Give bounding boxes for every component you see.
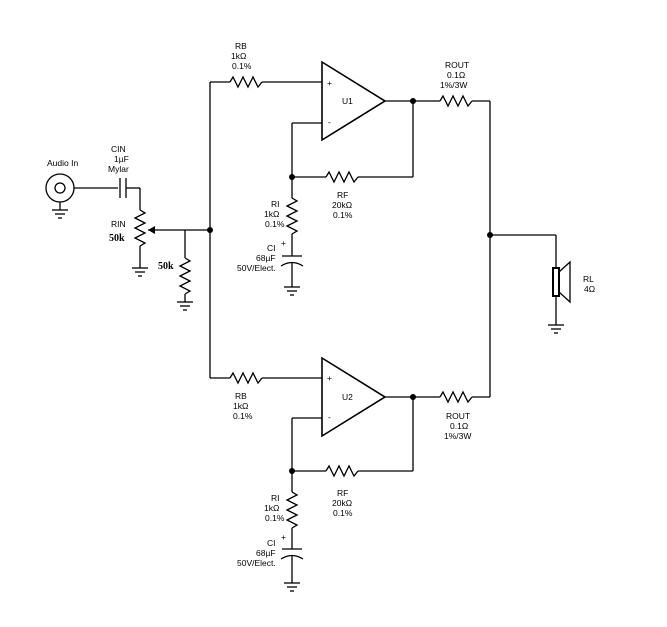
u1-ci-rating: 50V/Elect. (237, 263, 276, 273)
u1-rb-name: RB (235, 41, 247, 51)
u2-rb-resistor (229, 371, 263, 385)
u2-ri-resistor (285, 491, 299, 529)
ground-symbol (284, 582, 300, 592)
shunt-value: 50k (158, 261, 174, 272)
u2-rf-resistor (325, 464, 359, 478)
input-capacitor-cin (119, 178, 127, 198)
u2-ri-tol: 0.1% (265, 513, 285, 523)
u1-minus: - (328, 117, 331, 127)
junction-dot (289, 468, 295, 474)
ground-symbol (548, 324, 564, 334)
u2-name: U2 (342, 392, 353, 402)
u2-ri-value: 1kΩ (264, 503, 279, 513)
u1-ri-name: RI (271, 199, 280, 209)
u2-rout-resistor (439, 390, 473, 404)
u1-rb-resistor (229, 75, 263, 89)
cin-type: Mylar (108, 164, 129, 174)
u1-ri-resistor (285, 197, 299, 235)
u1-rf-tol: 0.1% (333, 210, 353, 220)
u2-ci-value: 68µF (256, 548, 276, 558)
u1-ci-plus: + (281, 238, 286, 248)
u1-rout-resistor (439, 94, 473, 108)
u2-ri-name: RI (271, 493, 280, 503)
cin-value: 1µF (114, 154, 129, 164)
wiper-arrow (148, 226, 210, 234)
u1-name: U1 (342, 96, 353, 106)
u1-rout-rating: 1%/3W (440, 80, 467, 90)
u1-opamp (321, 60, 387, 142)
rin-value: 50k (109, 233, 125, 244)
rl-name: RL (583, 274, 594, 284)
rl-value: 4Ω (584, 284, 595, 294)
ground-symbol (284, 286, 300, 296)
u2-rb-value: 1kΩ (233, 401, 248, 411)
u1-rf-name: RF (337, 190, 348, 200)
u1-ri-tol: 0.1% (265, 219, 285, 229)
u2-minus: - (328, 412, 331, 422)
u2-ci-rating: 50V/Elect. (237, 558, 276, 568)
u2-rf-value: 20kΩ (332, 498, 352, 508)
u2-rb-name: RB (235, 391, 247, 401)
u1-rb-tol: 0.1% (232, 61, 252, 71)
ground-symbol (52, 209, 68, 219)
u1-ci-name: CI (267, 243, 276, 253)
u1-rf-resistor (325, 170, 359, 184)
u1-ri-value: 1kΩ (264, 209, 279, 219)
u1-rb-value: 1kΩ (231, 51, 246, 61)
cin-name: CIN (111, 144, 126, 154)
u2-ci-plus: + (281, 532, 286, 542)
junction-dot (207, 227, 213, 233)
u1-rf-value: 20kΩ (332, 200, 352, 210)
junction-dot (289, 174, 295, 180)
ground-symbol (132, 267, 148, 277)
shunt-resistor-50k (178, 257, 192, 295)
u2-plus: + (327, 373, 332, 383)
u1-ci-value: 68µF (256, 253, 276, 263)
u2-rout-name: ROUT (446, 411, 470, 421)
audio-in-label: Audio In (47, 158, 78, 168)
u2-rf-tol: 0.1% (333, 508, 353, 518)
u1-rout-name: ROUT (445, 60, 469, 70)
ground-symbol (177, 301, 193, 311)
u2-rout-rating: 1%/3W (444, 431, 471, 441)
potentiometer-rin (133, 209, 147, 247)
u1-plus: + (327, 78, 332, 88)
audio-input-jack (45, 173, 75, 210)
u2-rb-tol: 0.1% (233, 411, 253, 421)
rin-name: RIN (111, 219, 126, 229)
u2-rf-name: RF (337, 488, 348, 498)
u2-rout-value: 0.1Ω (450, 421, 468, 431)
u2-ci-name: CI (267, 538, 276, 548)
u2-opamp (321, 356, 387, 438)
u1-rout-value: 0.1Ω (447, 70, 465, 80)
